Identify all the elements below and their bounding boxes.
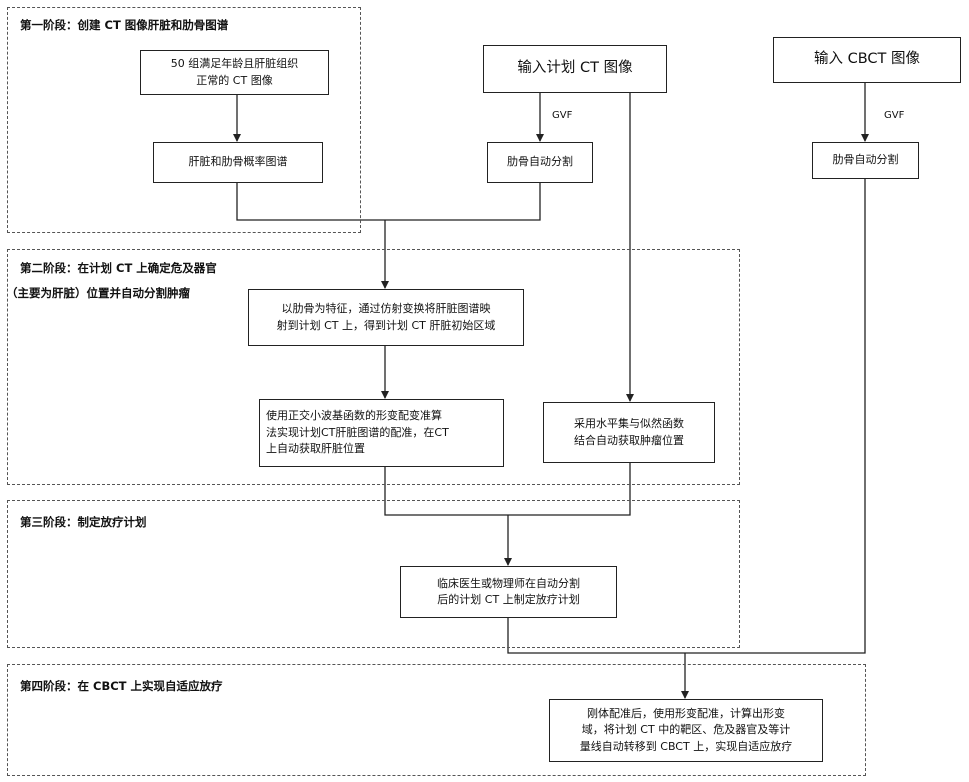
levelset-box: 采用水平集与似然函数 结合自动获取肿瘤位置 bbox=[543, 402, 715, 463]
input-plan-ct-text: 输入计划 CT 图像 bbox=[517, 58, 632, 80]
affine-line2: 射到计划 CT 上，得到计划 CT 肝脏初始区域 bbox=[277, 318, 496, 335]
stage-2-title-line2: （主要为肝脏）位置并自动分割肿瘤 bbox=[6, 285, 190, 301]
wavelet-line1: 使用正交小波基函数的形变配变准算 bbox=[266, 408, 449, 425]
ct50-line1: 50 组满足年龄且肝脏组织 bbox=[171, 56, 299, 73]
levelset-line2: 结合自动获取肿瘤位置 bbox=[574, 433, 684, 450]
stage-3-title: 第三阶段：制定放疗计划 bbox=[20, 514, 147, 530]
stage-1-frame bbox=[7, 7, 361, 233]
prob-atlas-text: 肝脏和肋骨概率图谱 bbox=[189, 154, 288, 171]
rib-seg-ct-text: 肋骨自动分割 bbox=[507, 154, 573, 171]
plan-line1: 临床医生或物理师在自动分割 bbox=[437, 576, 580, 593]
wavelet-line2: 法实现计划CT肝脏图谱的配准，在CT bbox=[266, 425, 449, 442]
rib-seg-ct-box: 肋骨自动分割 bbox=[487, 142, 593, 183]
rib-seg-cbct-text: 肋骨自动分割 bbox=[833, 152, 899, 169]
gvf-label-cbct: GVF bbox=[884, 110, 904, 121]
ct50-box: 50 组满足年龄且肝脏组织 正常的 CT 图像 bbox=[140, 50, 329, 95]
final-line3: 量线自动转移到 CBCT 上，实现自适应放疗 bbox=[580, 739, 792, 756]
prob-atlas-box: 肝脏和肋骨概率图谱 bbox=[153, 142, 323, 183]
rib-seg-cbct-box: 肋骨自动分割 bbox=[812, 142, 919, 179]
levelset-line1: 采用水平集与似然函数 bbox=[574, 416, 684, 433]
stage-1-title: 第一阶段：创建 CT 图像肝脏和肋骨图谱 bbox=[20, 17, 228, 33]
affine-line1: 以肋骨为特征，通过仿射变换将肝脏图谱映 bbox=[277, 301, 496, 318]
final-box: 刚体配准后，使用形变配准，计算出形变 域，将计划 CT 中的靶区、危及器官及等计… bbox=[549, 699, 823, 762]
input-cbct-box: 输入 CBCT 图像 bbox=[773, 37, 961, 83]
wavelet-line3: 上自动获取肝脏位置 bbox=[266, 441, 449, 458]
stage-4-title: 第四阶段：在 CBCT 上实现自适应放疗 bbox=[20, 678, 223, 694]
stage-2-title-line1: 第二阶段：在计划 CT 上确定危及器官 bbox=[20, 260, 217, 276]
affine-box: 以肋骨为特征，通过仿射变换将肝脏图谱映 射到计划 CT 上，得到计划 CT 肝脏… bbox=[248, 289, 524, 346]
wavelet-box: 使用正交小波基函数的形变配变准算 法实现计划CT肝脏图谱的配准，在CT 上自动获… bbox=[259, 399, 504, 467]
ct50-line2: 正常的 CT 图像 bbox=[171, 73, 299, 90]
input-plan-ct-box: 输入计划 CT 图像 bbox=[483, 45, 667, 93]
gvf-label-ct: GVF bbox=[552, 110, 572, 121]
input-cbct-text: 输入 CBCT 图像 bbox=[814, 49, 920, 71]
plan-line2: 后的计划 CT 上制定放疗计划 bbox=[437, 592, 580, 609]
plan-box: 临床医生或物理师在自动分割 后的计划 CT 上制定放疗计划 bbox=[400, 566, 617, 618]
final-line2: 域，将计划 CT 中的靶区、危及器官及等计 bbox=[580, 722, 792, 739]
final-line1: 刚体配准后，使用形变配准，计算出形变 bbox=[580, 706, 792, 723]
